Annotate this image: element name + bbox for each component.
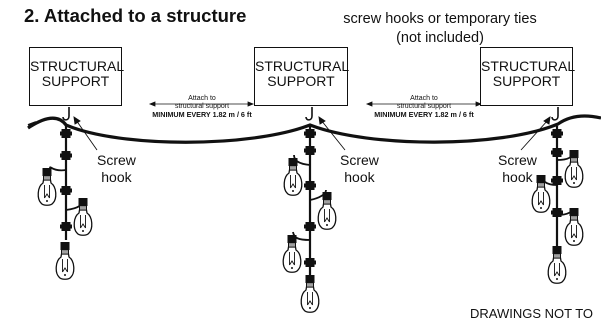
bulb-icon [547,245,567,284]
screw-hook-label: Screw hook [97,152,136,186]
screw-hook-line2: hook [502,169,533,185]
support-label-line2: SUPPORT [41,73,110,89]
structural-support-box: STRUCTURAL SUPPORT [480,47,576,106]
pointer-arrow [318,116,346,151]
support-label-line2: SUPPORT [492,73,561,89]
screw-hook-line1: Screw [498,152,537,168]
attach-line2: structural support [396,102,452,110]
bulb-icon [564,149,584,188]
hooks-note-line2: (not included) [396,30,484,46]
pointer-arrow [520,116,551,151]
scale-disclaimer: DRAWINGS NOT TO [470,306,594,321]
attach-minimum: MINIMUM EVERY 1.82 m / 6 ft [374,110,474,119]
attach-minimum: MINIMUM EVERY 1.82 m / 6 ft [152,110,252,119]
bulb-icon [317,191,337,230]
section-title: 2. Attached to a structure [24,5,247,26]
bulb-icon [37,167,57,206]
attach-line1: Attach to [188,95,216,102]
bulb-icon [283,157,303,196]
support-label-line1: STRUCTURAL [481,58,576,74]
bulb-icon [55,241,75,280]
pointer-arrow [73,116,98,151]
spacing-arrow [148,101,255,107]
bulb-icon [300,274,320,313]
spacing-arrow [365,101,483,107]
attach-line1: Attach to [410,95,438,102]
main-cable [27,114,601,144]
screw-hook-line1: Screw [340,152,379,168]
attach-label: Attach to structural support MINIMUM EVE… [122,95,282,119]
attach-line2: structural support [174,102,230,110]
support-label-line1: STRUCTURAL [30,58,125,74]
attach-label: Attach to structural support MINIMUM EVE… [344,95,504,119]
screw-hook-line2: hook [344,169,375,185]
bulb-icon [282,234,302,273]
hook-icon [62,107,70,121]
screw-hook-label: Screw hook [340,152,379,186]
screw-hook-line1: Screw [97,152,136,168]
screw-hook-label: Screw hook [498,152,537,186]
hook-icon [305,107,313,121]
hook-icon [551,107,559,121]
bulb-icon [73,197,93,236]
structural-support-box: STRUCTURAL SUPPORT [29,47,125,106]
structural-support-box: STRUCTURAL SUPPORT [254,47,350,106]
support-label-line2: SUPPORT [267,73,335,89]
support-label-line1: STRUCTURAL [255,58,350,74]
screw-hook-line2: hook [101,169,132,185]
hooks-note: screw hooks or temporary ties (not inclu… [300,10,580,48]
hooks-note-line1: screw hooks or temporary ties [343,11,537,27]
